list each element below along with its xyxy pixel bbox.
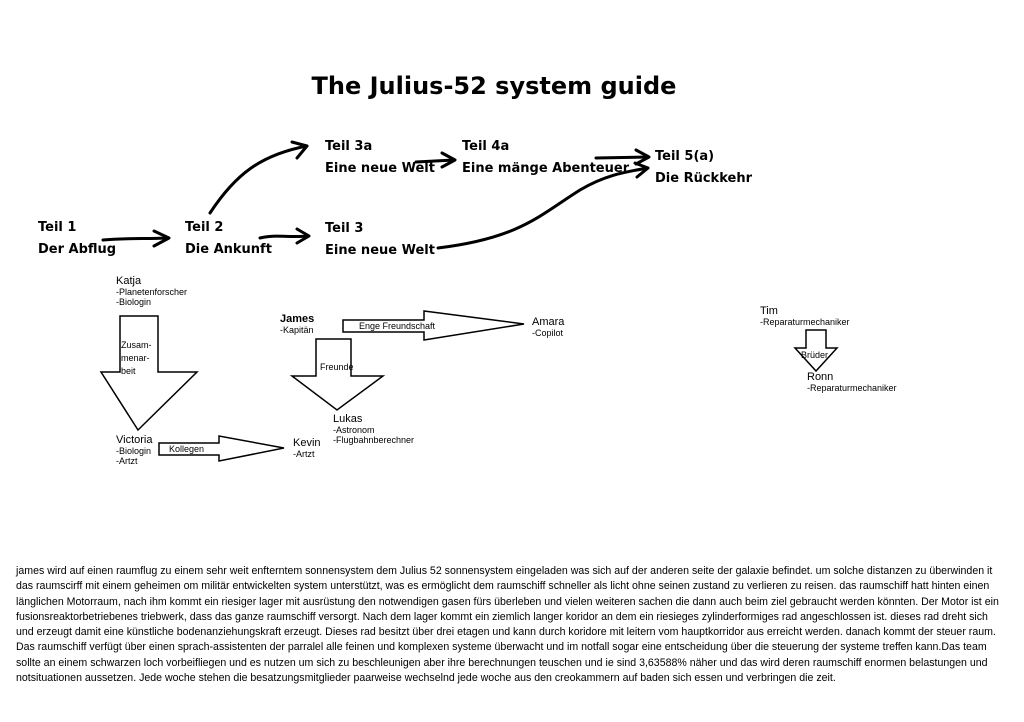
stage-teil4a-name: Teil 4a (462, 139, 510, 154)
character-role: -Planetenforscher (116, 287, 188, 297)
stage-teil4a-subtitle: Eine mänge Abenteuer (462, 161, 630, 176)
arrow-james-amara (342, 310, 525, 341)
relation-label-tim-ronn: Brüder (801, 350, 829, 360)
relation-label-victoria-kevin: Kollegen (169, 444, 205, 454)
arrow-tim-ronn (793, 329, 839, 373)
character-role: -Artzt (116, 456, 138, 466)
character-role: -Flugbahnberechner (333, 435, 415, 445)
character-role: -Biologin (116, 297, 152, 307)
character-name: Ronn (807, 371, 834, 383)
stage-teil3a-name: Teil 3a (325, 139, 373, 154)
character-name: Amara (532, 316, 565, 328)
stage-teil3a-subtitle: Eine neue Welt (325, 161, 435, 176)
character-tim: Tim -Reparaturmechaniker (760, 305, 850, 327)
character-kevin: Kevin -Artzt (293, 437, 321, 459)
arrow-teil2-teil3a (208, 144, 309, 215)
story-paragraph: james wird auf einen raumflug zu einem s… (16, 565, 999, 685)
character-role: -Biologin (116, 446, 152, 456)
character-name: James (280, 313, 315, 325)
character-name: Victoria (116, 434, 153, 446)
stage-teil1-subtitle: Der Abflug (38, 242, 117, 257)
stage-teil3-subtitle: Eine neue Welt (325, 243, 435, 258)
arrow-james-lukas (289, 338, 386, 411)
arrow-katja-victoria (99, 315, 199, 432)
arrow-teil1-teil2 (101, 236, 170, 242)
character-victoria: Victoria -Biologin -Artzt (116, 434, 152, 466)
character-role: -Reparaturmechaniker (807, 383, 897, 393)
character-katja: Katja -Planetenforscher -Biologin (116, 275, 187, 307)
arrow-teil3a-teil4a (414, 158, 456, 164)
arrow-victoria-kevin (158, 435, 285, 462)
stage-teil2-subtitle: Die Ankunft (185, 242, 272, 257)
arrow-teil3-teil5 (436, 166, 650, 250)
character-role: -Copilot (532, 328, 564, 338)
stage-teil3-name: Teil 3 (325, 221, 364, 236)
character-role: -Artzt (293, 449, 315, 459)
stage-teil5-subtitle: Die Rückkehr (655, 171, 752, 186)
character-name: Lukas (333, 413, 363, 425)
relation-label-james-amara: Enge Freundschaft (359, 321, 436, 331)
relation-label-katja-victoria: Zusam- menar- beit (121, 340, 152, 376)
character-role: -Reparaturmechaniker (760, 317, 850, 327)
character-name: Katja (116, 275, 142, 287)
arrow-teil2-teil3 (258, 234, 310, 240)
stage-teil1-name: Teil 1 (38, 220, 77, 235)
character-name: Kevin (293, 437, 321, 449)
character-ronn: Ronn -Reparaturmechaniker (807, 371, 897, 393)
character-role: -Astronom (333, 425, 375, 435)
character-lukas: Lukas -Astronom -Flugbahnberechner (333, 413, 414, 445)
stage-teil5-name: Teil 5(a) (655, 149, 715, 164)
diagram-title: The Julius-52 system guide (311, 72, 677, 100)
character-role: -Kapitän (280, 325, 314, 335)
character-amara: Amara -Copilot (532, 316, 564, 338)
character-name: Tim (760, 305, 778, 317)
arrow-teil4a-teil5 (594, 155, 650, 160)
relation-label-james-lukas: Freunde (320, 362, 354, 372)
character-james: James -Kapitän (280, 313, 314, 335)
stage-teil2-name: Teil 2 (185, 220, 224, 235)
